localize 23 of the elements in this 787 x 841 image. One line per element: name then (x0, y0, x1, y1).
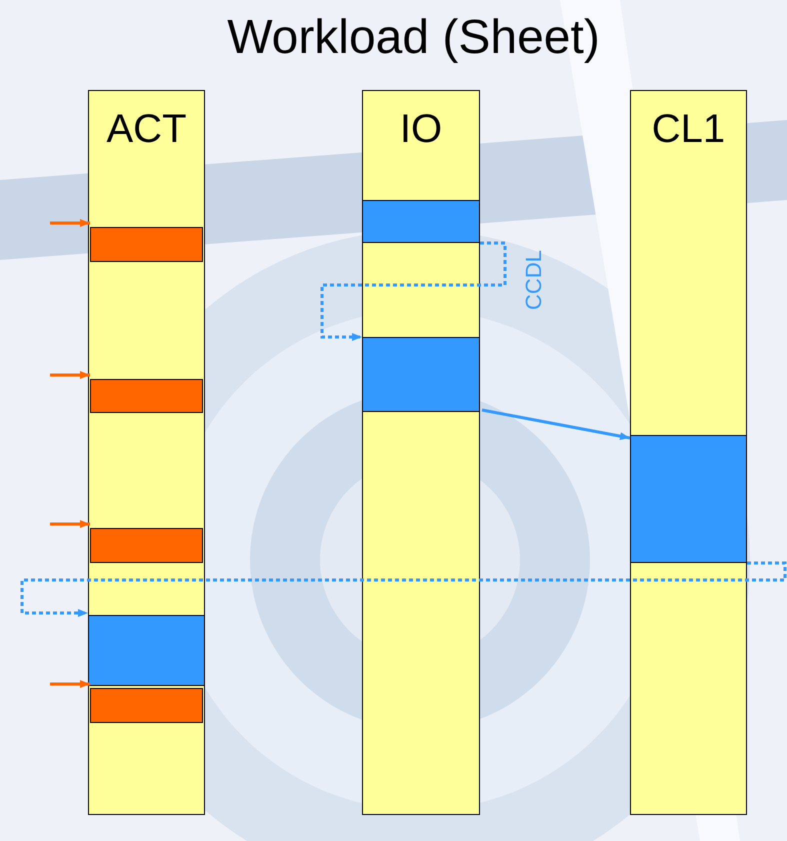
transfer-block (362, 337, 480, 412)
task-block (90, 227, 203, 262)
column-label: CL1 (652, 109, 726, 149)
column-bar (630, 90, 747, 815)
arrow (50, 680, 90, 688)
task-block (90, 688, 203, 723)
title: Workload (Sheet) (227, 14, 600, 62)
arrow (50, 219, 90, 227)
transfer-block (88, 615, 205, 686)
task-block (90, 379, 203, 413)
arrow (50, 371, 90, 379)
transfer-block (630, 435, 747, 563)
arrow (50, 520, 90, 528)
arrow (482, 408, 630, 440)
task-block (90, 528, 203, 563)
column-bar (88, 90, 205, 815)
arrow (20, 562, 786, 617)
edge-label: CCDL (523, 250, 545, 310)
arrow (320, 242, 506, 341)
column-bar (362, 90, 480, 815)
column-label: IO (400, 109, 442, 149)
transfer-block (362, 200, 480, 243)
column-label: ACT (106, 109, 186, 149)
